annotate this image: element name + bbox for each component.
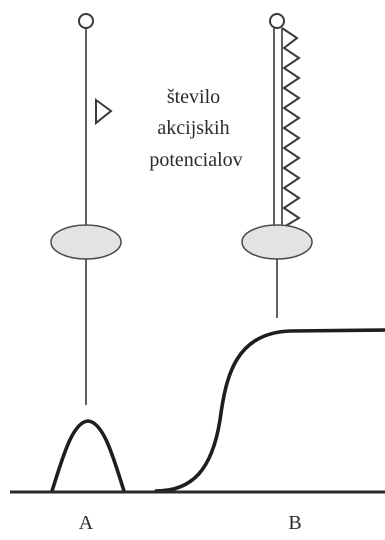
neuron-b-label: B <box>288 512 301 534</box>
label-line-1: število <box>167 86 220 108</box>
neuron-b-soma-circle <box>270 14 284 28</box>
label-line-3: potencialov <box>149 149 242 171</box>
neuron-a-action-potential-marker <box>96 100 111 123</box>
neuron-b <box>242 14 312 318</box>
action-potential-count-label: število akcijskih potencialov <box>149 86 242 171</box>
neuron-a <box>51 14 121 405</box>
response-curve-a <box>52 421 124 491</box>
neuron-b-synapse-ellipse <box>242 225 312 259</box>
neuron-b-action-potential-train <box>282 28 299 228</box>
neuron-a-synapse-ellipse <box>51 225 121 259</box>
response-curve-b <box>156 330 385 491</box>
neuron-a-label: A <box>79 512 94 534</box>
neuron-a-soma-circle <box>79 14 93 28</box>
label-line-2: akcijskih <box>157 117 229 139</box>
